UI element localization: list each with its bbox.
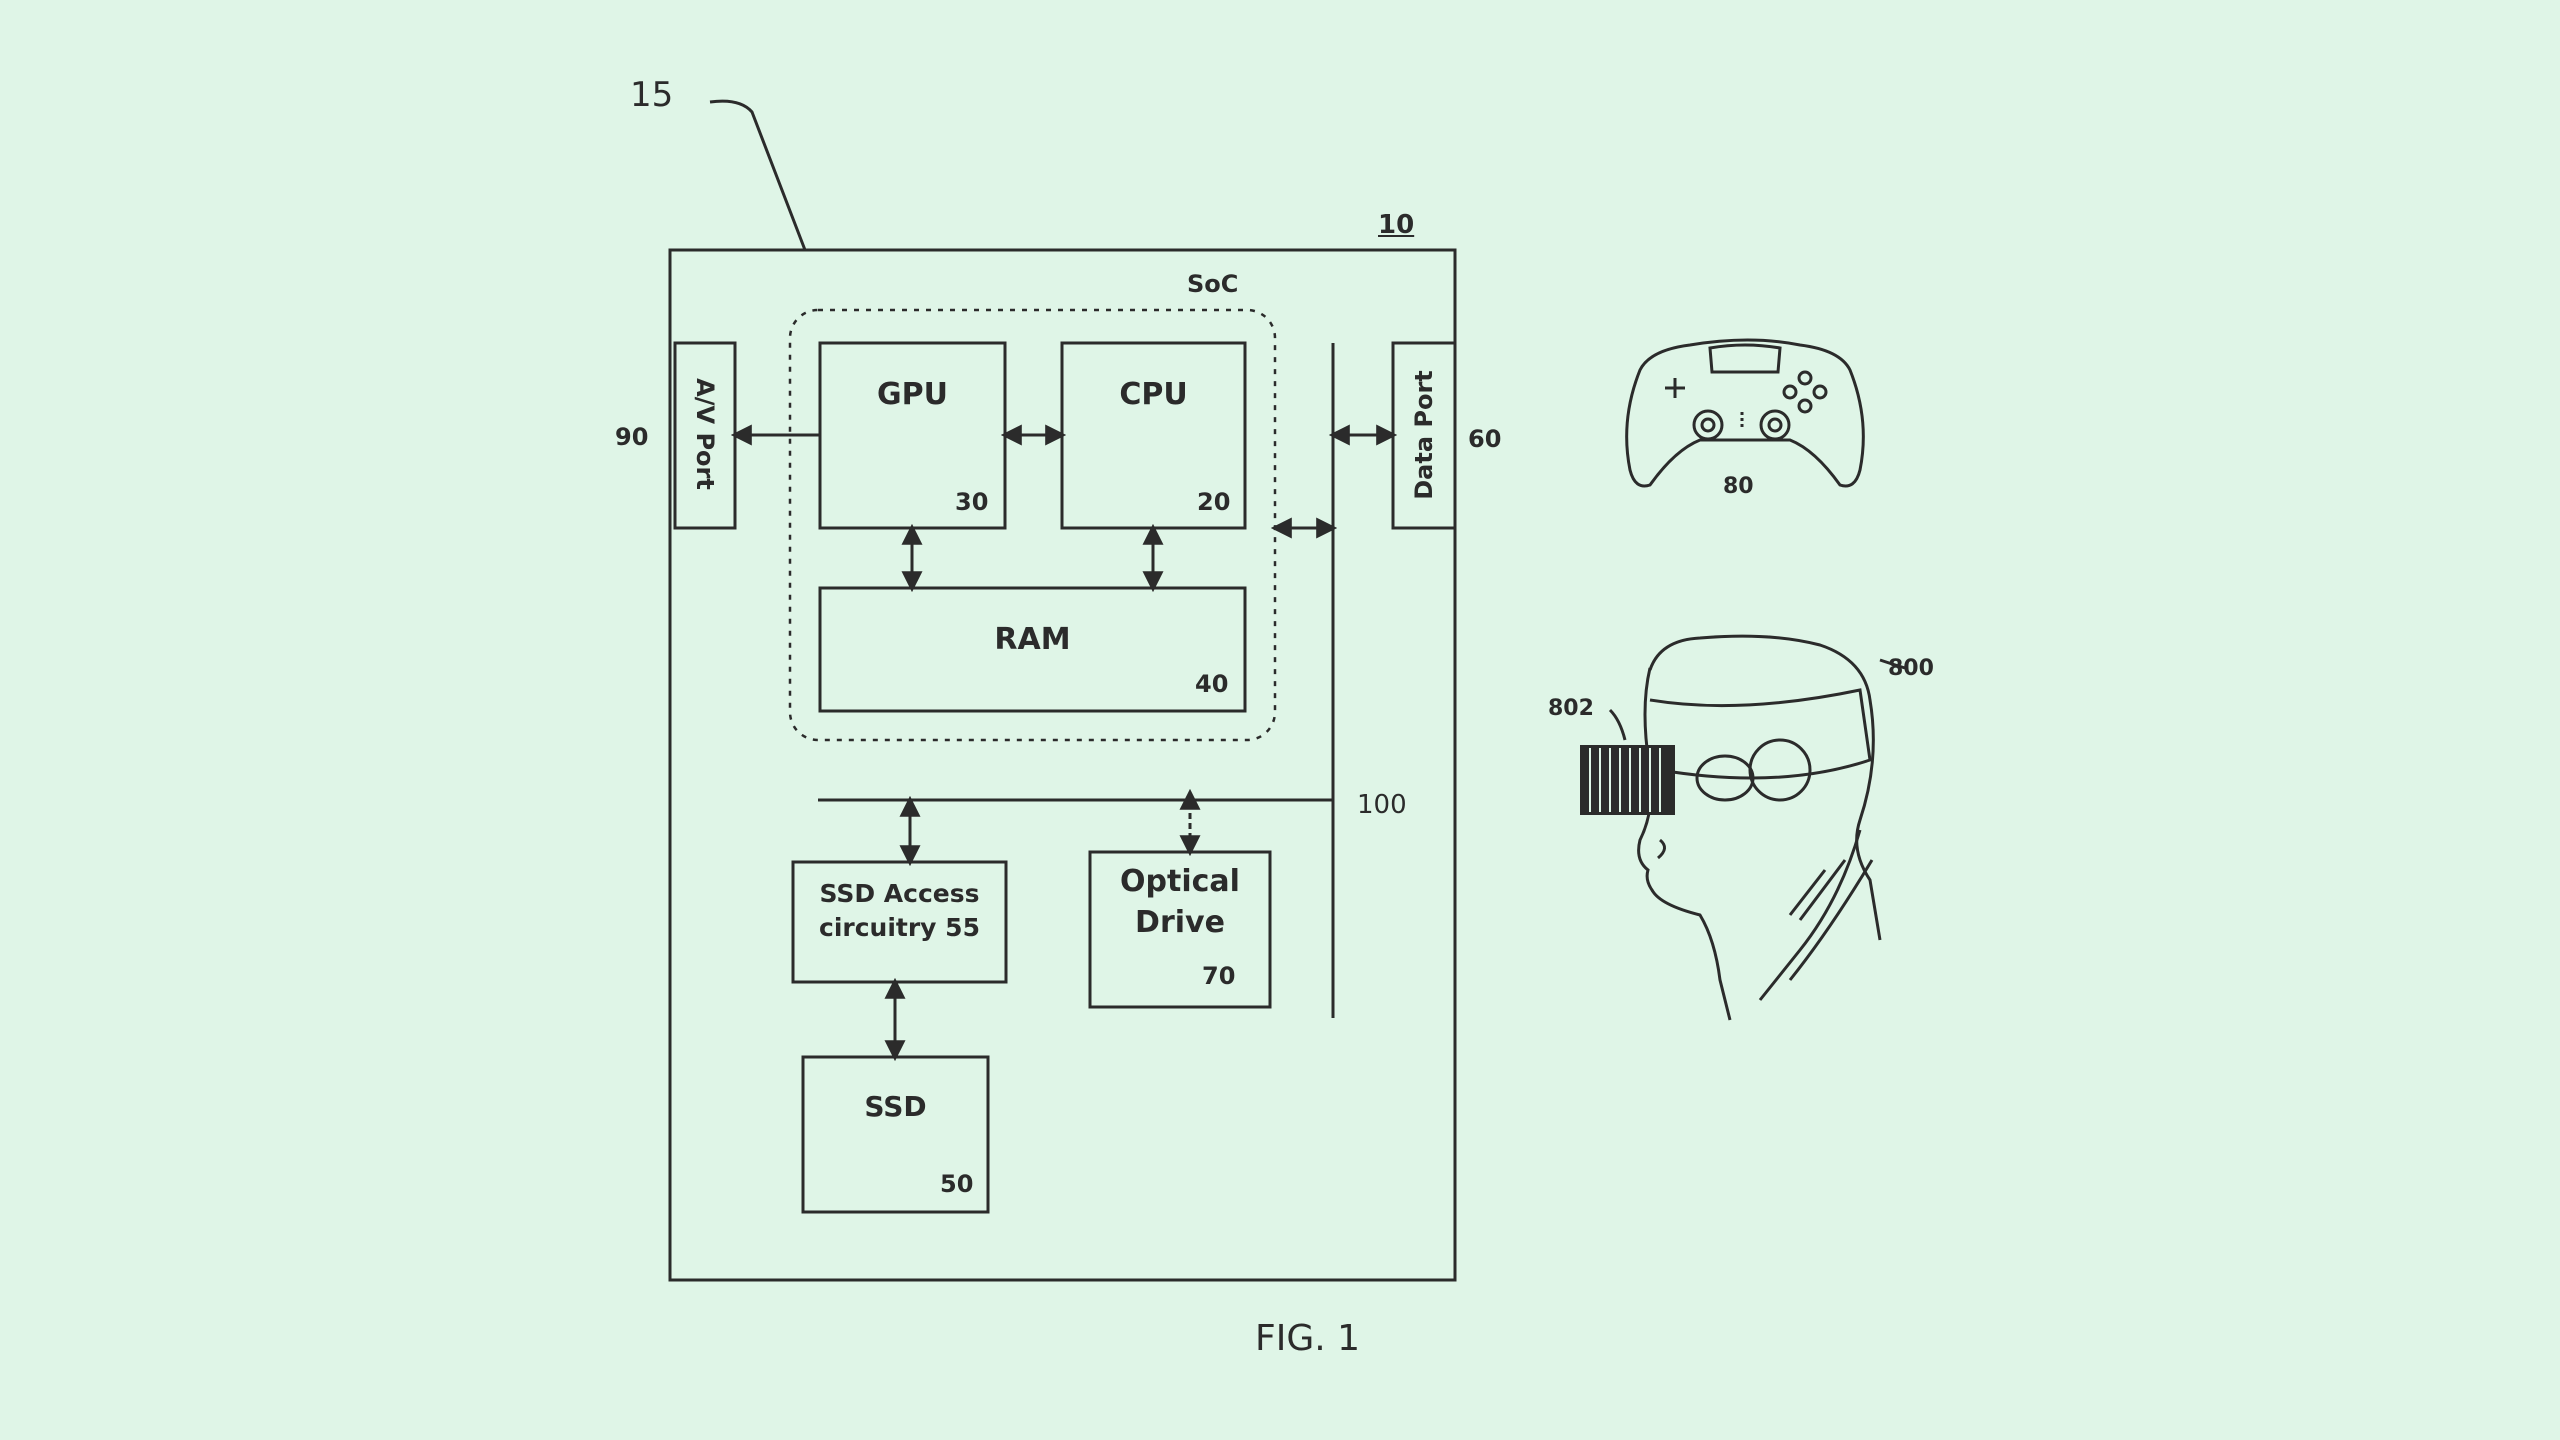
ref-80: 80 — [1723, 474, 1754, 499]
ssd-access-line2: circuitry 55 — [819, 912, 980, 942]
hmd-display-icon — [1580, 745, 1675, 815]
ram-ref: 40 — [1195, 670, 1229, 698]
soc-boundary — [788, 308, 1277, 742]
figure-caption: FIG. 1 — [1255, 1318, 1361, 1359]
ref-60: 60 — [1468, 425, 1502, 453]
optical-line1: Optical — [1120, 864, 1240, 899]
ref-10: 10 — [1378, 210, 1415, 240]
ssd-access-label: SSD Access circuitry 55 — [793, 877, 1006, 945]
ssd-access-line1: SSD Access — [819, 879, 980, 908]
ref-90: 90 — [615, 423, 649, 451]
ref-15: 15 — [630, 75, 674, 115]
ref-802: 802 — [1548, 696, 1594, 721]
data-port-label: Data Port — [1410, 370, 1438, 500]
console-box — [668, 248, 1457, 1282]
leader-15 — [709, 99, 807, 251]
ssd-label: SSD — [864, 1090, 927, 1123]
optical-ref: 70 — [1202, 962, 1236, 990]
ram-label: RAM — [994, 622, 1071, 657]
av-port-label: A/V Port — [691, 378, 719, 490]
gpu-ref: 30 — [955, 488, 989, 516]
hmd-user-icon — [1608, 634, 1906, 1021]
optical-line2: Drive — [1135, 904, 1225, 940]
controller-icon — [1625, 338, 1865, 488]
ram-box — [818, 586, 1247, 713]
cpu-label: CPU — [1119, 377, 1188, 412]
ref-800: 800 — [1888, 656, 1934, 681]
soc-label: SoC — [1187, 270, 1239, 298]
gpu-label: GPU — [877, 377, 948, 412]
optical-drive-label: Optical Drive — [1090, 862, 1270, 943]
cpu-ref: 20 — [1197, 488, 1231, 516]
ssd-ref: 50 — [940, 1170, 974, 1198]
ref-100: 100 — [1357, 790, 1407, 820]
